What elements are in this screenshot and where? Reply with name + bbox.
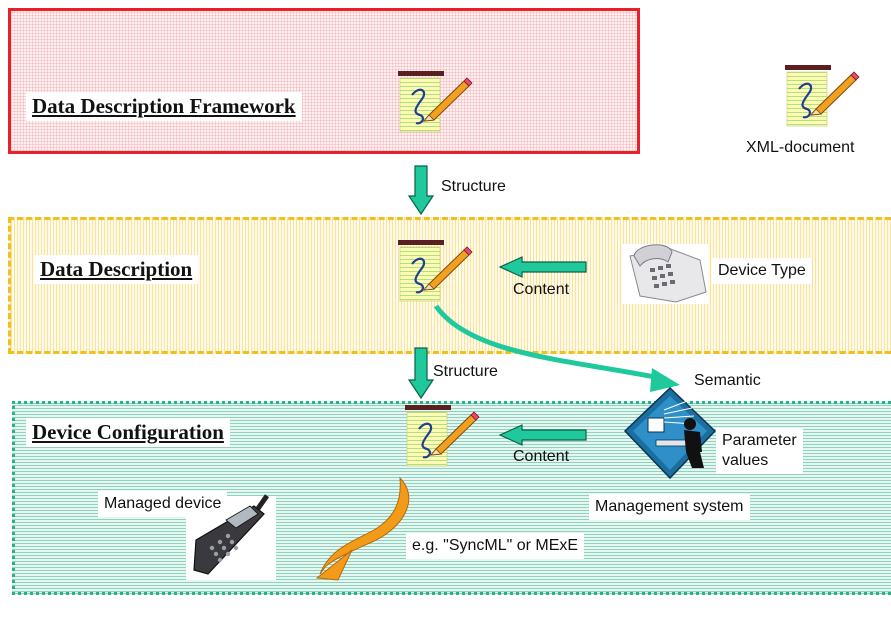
description-title: Data Description — [34, 255, 199, 284]
managed-device-label: Managed device — [98, 491, 228, 517]
management-workstation-icon — [623, 386, 717, 480]
semantic-arrowhead — [650, 368, 680, 392]
data-description-layer — [8, 217, 891, 354]
data-description-framework-layer — [8, 8, 640, 154]
structure-arrow-down — [407, 347, 435, 400]
protocol-label: e.g. "SyncML" or MExE — [406, 533, 585, 559]
content-label: Content — [513, 281, 570, 298]
parameter-values-line-2: values — [722, 452, 769, 469]
structure-arrow-down — [407, 165, 435, 216]
semantic-arrow — [433, 304, 661, 381]
desk-phone-icon — [622, 244, 708, 304]
parameter-values-line-1: Parameter — [722, 432, 797, 449]
structure-label: Structure — [441, 178, 506, 195]
management-system-label: Management system — [589, 494, 750, 520]
structure-label: Structure — [433, 363, 498, 380]
semantic-label: Semantic — [694, 372, 761, 389]
xml-document-icon — [396, 69, 474, 134]
content-arrow-left — [498, 256, 587, 278]
orange-arrow — [319, 476, 410, 575]
framework-title: Data Description Framework — [26, 92, 302, 121]
configuration-title: Device Configuration — [26, 418, 230, 447]
orange-arrowhead — [315, 549, 353, 581]
xml-document-legend-icon — [783, 63, 861, 128]
xml-document-icon — [403, 403, 481, 468]
xml-document-label: XML-document — [746, 139, 855, 156]
device-type-label: Device Type — [712, 258, 812, 284]
content-label: Content — [513, 448, 570, 465]
content-arrow-left — [498, 424, 587, 446]
parameter-values-label: Parameter values — [716, 428, 803, 474]
xml-document-icon — [396, 238, 474, 303]
